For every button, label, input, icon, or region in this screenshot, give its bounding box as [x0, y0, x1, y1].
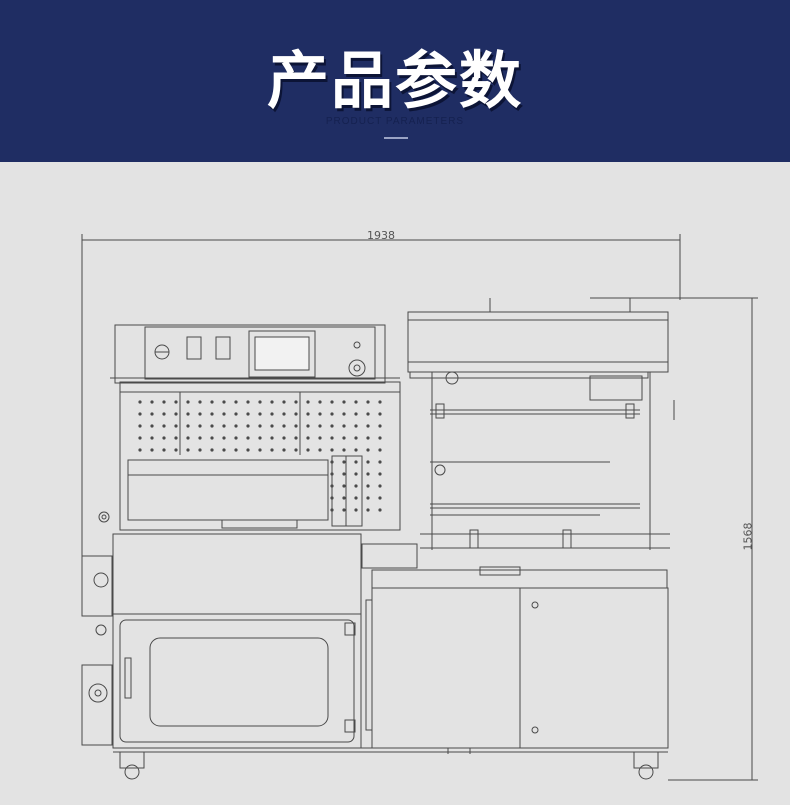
page-title: 产品参数 [266, 44, 523, 117]
width-dimension-label: 1938 [367, 229, 395, 242]
height-dimension-label: 1568 [741, 522, 755, 551]
header-banner: 产品参数 PRODUCT PARAMETERS [0, 0, 790, 162]
page-subtitle: PRODUCT PARAMETERS [325, 116, 465, 127]
title-underline [384, 137, 408, 139]
drawing-background [0, 162, 790, 805]
